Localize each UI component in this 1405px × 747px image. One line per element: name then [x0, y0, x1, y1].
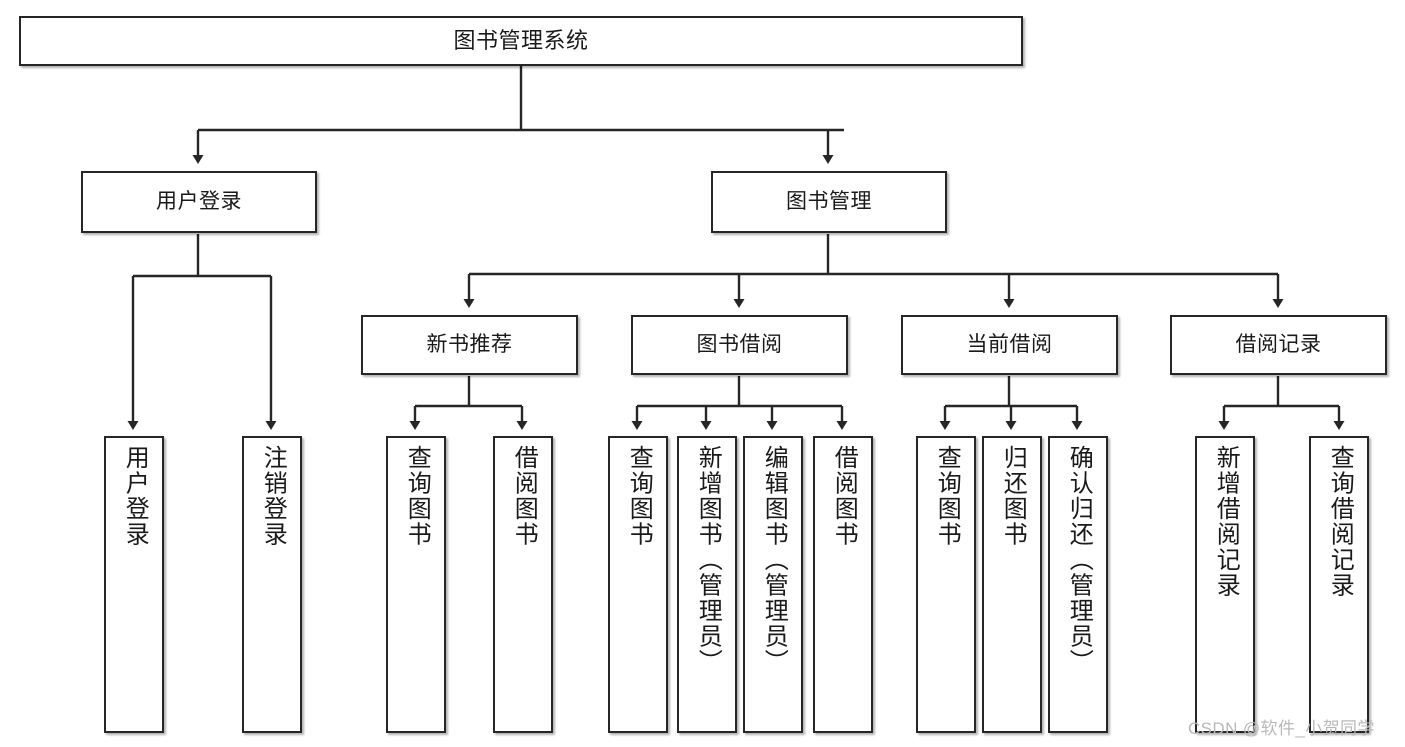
leaf-add-book-admin[interactable]: 新增图书（管理员）: [677, 436, 737, 733]
node-label: 编辑图书（管理员）: [760, 445, 788, 675]
node-label: 图书管理系统: [453, 28, 589, 54]
node-label: 查询借阅记录: [1326, 445, 1354, 598]
node-book-management[interactable]: 图书管理: [711, 171, 947, 233]
node-label: 注销登录: [259, 445, 287, 547]
node-label: 查询图书: [933, 445, 961, 547]
node-current-borrow[interactable]: 当前借阅: [901, 315, 1118, 375]
node-label: 用户登录: [156, 189, 242, 213]
node-book-borrow[interactable]: 图书借阅: [631, 315, 848, 375]
node-new-book-recommend[interactable]: 新书推荐: [361, 315, 578, 375]
node-label: 借阅图书: [510, 445, 538, 547]
node-label: 查询图书: [403, 445, 431, 547]
node-label: 图书管理: [786, 189, 872, 213]
leaf-user-login[interactable]: 用户登录: [104, 436, 164, 733]
csdn-watermark: CSDN @软件_小贺同学: [1188, 719, 1375, 738]
leaf-borrow-book[interactable]: 借阅图书: [813, 436, 873, 733]
node-label: 借阅图书: [830, 445, 858, 547]
node-label: 新增图书（管理员）: [694, 445, 722, 675]
leaf-confirm-return-admin[interactable]: 确认归还（管理员）: [1048, 436, 1108, 733]
leaf-borrow-book-recommend[interactable]: 借阅图书: [493, 436, 553, 733]
leaf-query-borrow-record[interactable]: 查询借阅记录: [1309, 436, 1369, 733]
leaf-return-book[interactable]: 归还图书: [982, 436, 1042, 733]
node-label: 用户登录: [121, 445, 149, 547]
leaf-query-book-current[interactable]: 查询图书: [916, 436, 976, 733]
node-label: 确认归还（管理员）: [1065, 445, 1093, 675]
node-label: 借阅记录: [1235, 332, 1322, 356]
node-label: 查询图书: [625, 445, 653, 547]
leaf-add-borrow-record[interactable]: 新增借阅记录: [1195, 436, 1255, 733]
node-book-management-system[interactable]: 图书管理系统: [19, 16, 1023, 66]
node-label: 当前借阅: [966, 332, 1053, 356]
node-user-login[interactable]: 用户登录: [81, 171, 317, 233]
leaf-query-book-borrow[interactable]: 查询图书: [608, 436, 668, 733]
node-borrow-record[interactable]: 借阅记录: [1170, 315, 1387, 375]
leaf-logout[interactable]: 注销登录: [242, 436, 302, 733]
node-label: 图书借阅: [696, 332, 783, 356]
leaf-edit-book-admin[interactable]: 编辑图书（管理员）: [743, 436, 803, 733]
node-label: 新书推荐: [426, 332, 513, 356]
node-label: 新增借阅记录: [1212, 445, 1240, 598]
node-label: 归还图书: [999, 445, 1027, 547]
leaf-query-book-recommend[interactable]: 查询图书: [386, 436, 446, 733]
